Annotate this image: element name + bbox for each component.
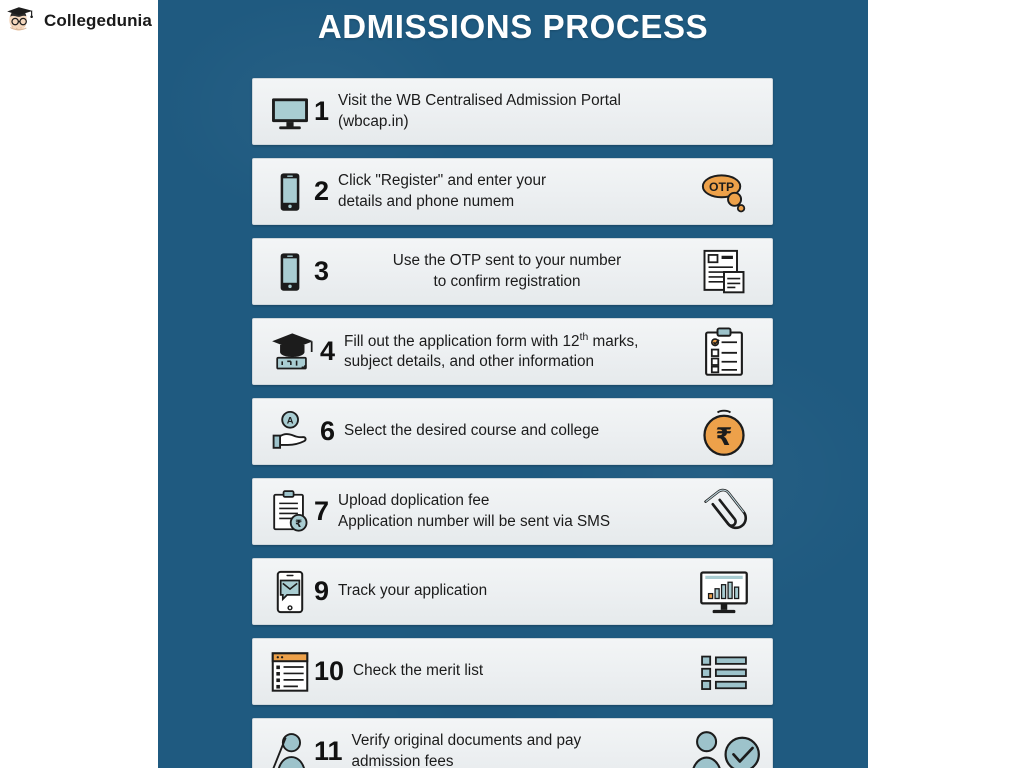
step-text-line1-b: marks, (588, 332, 639, 350)
documents-icon (703, 249, 745, 293)
step-text-line1: Visit the WB Centralised Admission Porta… (338, 92, 621, 110)
clipboard-fee-icon: ₹ (273, 489, 308, 532)
step-text-line1: Click "Register" and enter your (338, 172, 547, 190)
step-card-2[interactable]: 2 Click "Register" and enter your detail… (252, 158, 773, 225)
poster-panel: ADMISSIONS PROCESS 1 Visit the WB Centra… (158, 0, 868, 768)
step-text-line1: Use the OTP sent to your number (392, 252, 622, 270)
rupee-symbol: ₹ (295, 519, 302, 530)
step-7-trail (682, 486, 762, 538)
step-card-7[interactable]: ₹ 7 Upload doplication fee Application n… (252, 478, 773, 545)
step-text-line1-a: Fill out the application form with 12 (344, 332, 580, 350)
step-text-line1: Upload doplication fee (338, 492, 490, 510)
step-6-left: A 6 (267, 409, 344, 455)
step-card-11[interactable]: 11 Verify original documents and pay adm… (252, 718, 773, 768)
step-text-line1: Check the merit list (353, 662, 484, 680)
step-text-line1: Track your application (338, 582, 488, 600)
clipboard-checklist-icon (705, 326, 743, 376)
step-10-left: 10 (267, 649, 353, 695)
rupee-coin-icon: ₹ (703, 409, 745, 456)
step-4-text: Fill out the application form with 12th … (344, 331, 682, 373)
page-title: ADMISSIONS PROCESS (317, 8, 709, 45)
step-11-trail (682, 726, 762, 768)
graduate-avatar-icon (7, 7, 33, 31)
step-3-text: Use the OTP sent to your number to confi… (338, 251, 682, 292)
monitor-bar-chart-icon (700, 570, 748, 613)
step-text-line1: Verify original documents and pay (351, 732, 582, 750)
person-verified-check-icon (692, 730, 760, 768)
step-number: 4 (320, 336, 336, 366)
step-card-10[interactable]: 10 Check the merit list (252, 638, 773, 705)
step-text-line2: (wbcap.in) (338, 112, 409, 130)
step-text-line1: Fill out the application form with 12th … (344, 331, 676, 352)
bullet-list-icon (701, 655, 747, 690)
option-a-label: A (287, 415, 294, 425)
step-2-text: Click "Register" and enter your details … (338, 171, 682, 212)
step-number: 1 (314, 96, 330, 126)
step-number: 6 (320, 416, 336, 446)
step-card-1[interactable]: 1 Visit the WB Centralised Admission Por… (252, 78, 773, 145)
step-number: 2 (314, 176, 330, 206)
step-9-trail (682, 566, 762, 618)
step-9-text: Track your application (338, 581, 682, 601)
step-text-line1: Select the desired course and college (344, 422, 600, 440)
step-3-left: 3 (267, 249, 338, 295)
step-3-trail (682, 246, 762, 298)
step-7-text: Upload doplication fee Application numbe… (338, 491, 682, 532)
step-2-trail: OTP (682, 166, 762, 218)
phone-message-icon (276, 570, 304, 613)
step-card-3[interactable]: 3 Use the OTP sent to your number to con… (252, 238, 773, 305)
step-number: 10 (314, 656, 345, 686)
step-1-text: Visit the WB Centralised Admission Porta… (338, 91, 762, 132)
step-number: 7 (314, 496, 330, 526)
step-6-trail: ₹ (682, 406, 762, 458)
ordinal-suffix: th (579, 331, 589, 343)
brand-name: Collegedunia (44, 11, 152, 30)
step-6-text: Select the desired course and college (344, 421, 682, 441)
otp-label: OTP (709, 180, 734, 194)
step-card-9[interactable]: 9 Track your application (252, 558, 773, 625)
step-4-left: 4 (267, 329, 344, 375)
step-text-line2: admission fees (351, 752, 454, 768)
person-outline-icon (272, 732, 306, 768)
step-number: 9 (314, 576, 330, 606)
step-text-line2: details and phone numem (338, 192, 515, 210)
step-9-left: 9 (267, 569, 338, 615)
steps-list: 1 Visit the WB Centralised Admission Por… (252, 78, 773, 768)
step-number: 3 (314, 256, 330, 286)
step-10-text: Check the merit list (353, 661, 682, 681)
smartphone-icon (280, 172, 300, 211)
step-2-left: 2 (267, 169, 338, 215)
step-card-4[interactable]: 4 Fill out the application form with 12t… (252, 318, 773, 385)
step-10-trail (682, 646, 762, 698)
step-text-line2: Application number will be sent via SMS (338, 512, 611, 530)
step-text-line2: to confirm registration (433, 272, 581, 290)
step-7-left: ₹ 7 (267, 489, 338, 535)
otp-speech-bubble-icon: OTP (701, 173, 746, 212)
step-11-text: Verify original documents and pay admiss… (352, 731, 682, 768)
graduation-cap-icon (272, 332, 314, 369)
smartphone-icon (280, 252, 300, 291)
step-number: 11 (314, 736, 343, 766)
merit-list-document-icon (271, 651, 309, 692)
paperclip-icon (704, 488, 747, 529)
step-11-left: 11 (267, 729, 352, 768)
step-4-trail (682, 326, 762, 378)
step-card-6[interactable]: A 6 Select the desired course and colleg… (252, 398, 773, 465)
hand-selecting-option-icon: A (272, 410, 307, 449)
brand-logo: Collegedunia (4, 2, 152, 40)
rupee-symbol: ₹ (716, 422, 733, 451)
step-text-line2: subject details, and other information (344, 353, 595, 371)
step-1-left: 1 (267, 89, 338, 135)
desktop-monitor-icon (272, 97, 308, 129)
